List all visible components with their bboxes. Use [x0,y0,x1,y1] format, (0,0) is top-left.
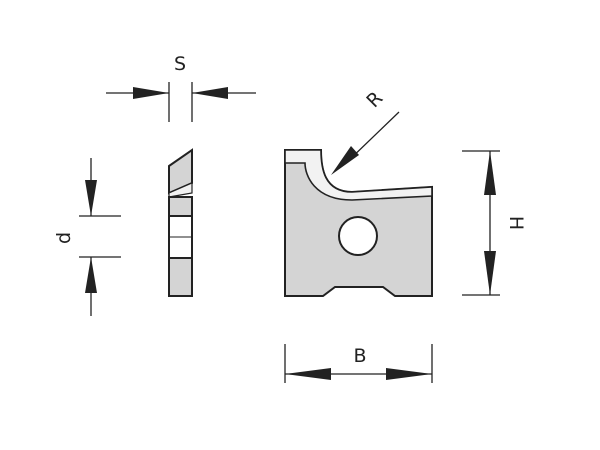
d-arrowhead-top [85,180,97,216]
d-arrowhead-bottom [85,257,97,293]
dimension-d [79,158,121,316]
dimension-h-label: H [505,216,527,230]
front-view-mounting-hole [338,216,378,256]
front-view-cutting-edge [284,149,433,201]
side-view-upper-body [168,196,193,217]
dimension-h [462,150,500,296]
s-arrowhead-right [192,87,228,99]
r-arrowhead [331,146,359,175]
b-arrowhead-right [386,368,432,380]
side-view-bevel-band [168,182,193,198]
dimension-s [106,82,256,122]
dimension-r-label: R [362,87,387,112]
b-arrowhead-left [285,368,331,380]
h-arrowhead-bottom [484,251,496,295]
dimension-b [284,344,433,383]
h-arrowhead-top [484,151,496,195]
dimension-s-label: S [174,53,186,75]
dimension-b-label: B [353,345,366,367]
insert-front-view [284,149,433,297]
s-arrowhead-left [133,87,169,99]
dimension-d-label: d [53,232,75,244]
insert-side-view [168,148,193,297]
side-view-lower-body [168,257,193,297]
dimension-r [331,111,400,175]
